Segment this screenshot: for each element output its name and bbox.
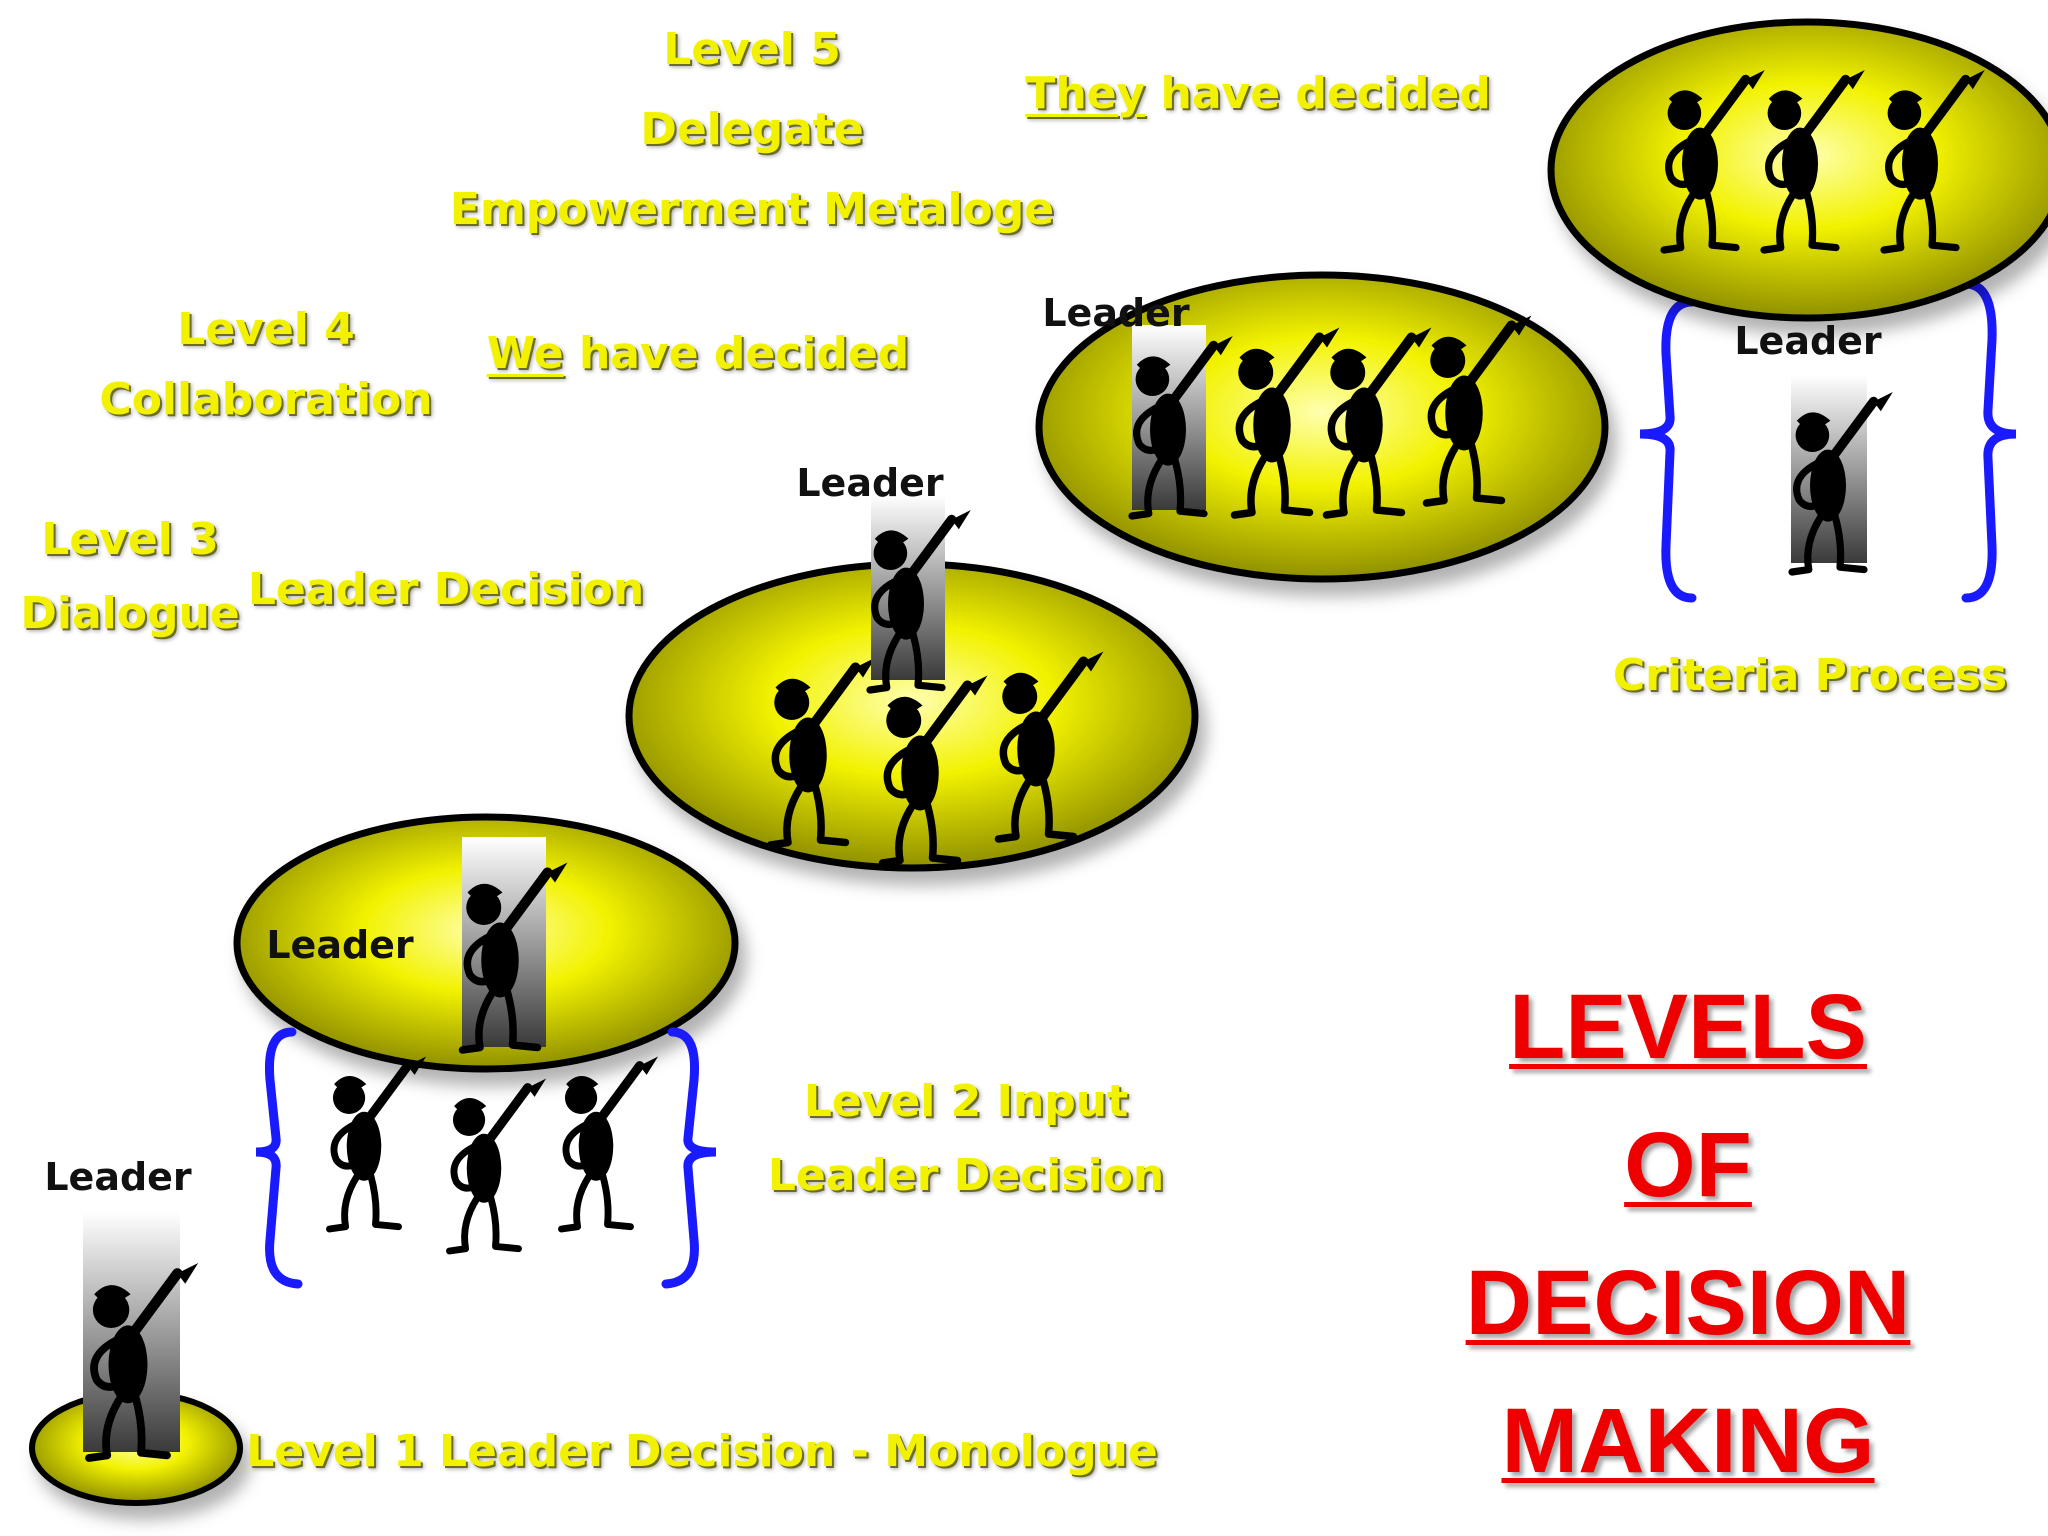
level5-bracket <box>1639 279 2017 603</box>
level2-leader-label: Leader <box>266 923 414 967</box>
level3-dialogue-label: Dialogue <box>20 588 240 639</box>
level2-group-figures <box>330 1057 659 1252</box>
level1-leader-label: Leader <box>44 1155 192 1199</box>
level2-bracket <box>255 1027 717 1289</box>
page-title: LEVELS OF DECISION MAKING <box>1466 958 1911 1510</box>
level3-leader-decision-label: Leader Decision <box>247 564 645 615</box>
level5-leader-label: Leader <box>1734 319 1882 363</box>
criteria-process-label: Criteria Process <box>1612 650 2008 701</box>
title-line-3: MAKING <box>1501 1390 1875 1492</box>
level2-leader-figure <box>462 837 568 1050</box>
level2-input-label: Level 2 Input <box>803 1076 1129 1127</box>
level2-leader-decision-label: Leader Decision <box>767 1150 1165 1201</box>
we-have-decided-label: We have decided <box>486 328 910 379</box>
they-have-decided-label: They have decided <box>1025 68 1491 119</box>
level4-leader-label: Leader <box>1042 291 1190 335</box>
level1-leader-figure <box>83 1212 198 1458</box>
they-underlined-word: They <box>1025 68 1146 119</box>
level3-label: Level 3 <box>41 514 219 565</box>
we-underlined-word: We <box>486 328 564 379</box>
level4-collaboration-label: Collaboration <box>99 374 433 425</box>
level3-leader-label: Leader <box>796 461 944 505</box>
title-line-2: DECISION <box>1465 1252 1911 1354</box>
level4-leader-figure <box>1132 325 1233 516</box>
level5-empowerment-label: Empowerment Metaloge <box>449 184 1055 235</box>
level1-label: Level 1 Leader Decision - Monologue <box>246 1426 1158 1477</box>
level5-leader-figure <box>1791 375 1893 572</box>
level5-delegate-label: Delegate <box>640 104 864 155</box>
title-line-1: LEVELS OF <box>1509 976 1867 1216</box>
level5-label: Level 5 <box>663 24 841 75</box>
level3-leader-figure <box>870 495 971 690</box>
level4-label: Level 4 <box>177 304 355 355</box>
